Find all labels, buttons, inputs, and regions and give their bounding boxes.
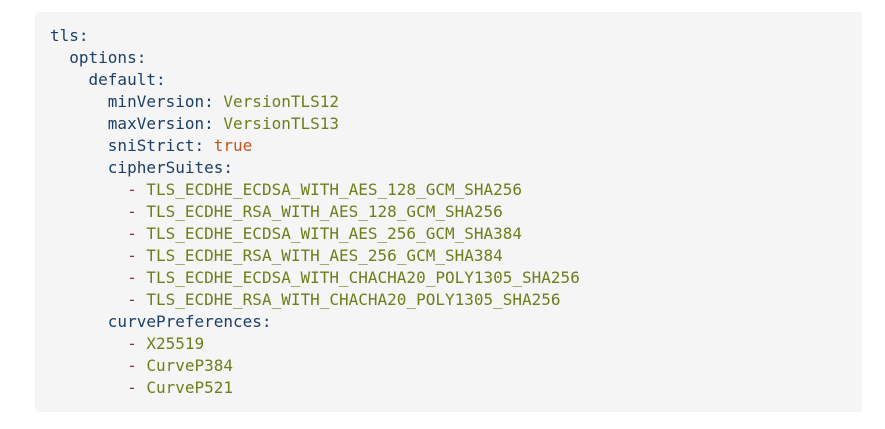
yaml-key: curvePreferences [107, 312, 262, 331]
code-line: - CurveP521 [50, 377, 580, 399]
list-item-value: TLS_ECDHE_RSA_WITH_CHACHA20_POLY1305_SHA… [146, 290, 561, 309]
colon: : [261, 312, 272, 331]
list-dash: - [127, 268, 137, 287]
indent [50, 267, 127, 289]
list-dash: - [127, 246, 137, 265]
yaml-key: minVersion [107, 92, 205, 111]
colon: : [223, 158, 234, 177]
code-block: tls: options: default: minVersion: Versi… [35, 12, 862, 412]
list-item-value: X25519 [146, 334, 205, 353]
yaml-key: options [69, 48, 137, 67]
code-line: default: [50, 69, 580, 91]
indent [50, 333, 127, 355]
list-item-value: TLS_ECDHE_ECDSA_WITH_AES_128_GCM_SHA256 [146, 180, 523, 199]
colon: : [194, 136, 205, 155]
colon: : [204, 92, 214, 111]
indent [50, 311, 108, 333]
list-item-value: TLS_ECDHE_ECDSA_WITH_AES_256_GCM_SHA384 [146, 224, 523, 243]
indent [50, 201, 127, 223]
indent [50, 245, 127, 267]
code-line: curvePreferences: [50, 311, 580, 333]
code-line: - X25519 [50, 333, 580, 355]
list-dash: - [127, 202, 137, 221]
code-line: - TLS_ECDHE_RSA_WITH_AES_256_GCM_SHA384 [50, 245, 580, 267]
code-line: - TLS_ECDHE_ECDSA_WITH_AES_256_GCM_SHA38… [50, 223, 580, 245]
colon: : [155, 70, 166, 89]
colon: : [136, 48, 147, 67]
indent [50, 289, 127, 311]
list-dash: - [127, 290, 137, 309]
indent [50, 135, 108, 157]
yaml-key: cipherSuites [107, 158, 224, 177]
code-line: - TLS_ECDHE_ECDSA_WITH_AES_128_GCM_SHA25… [50, 179, 580, 201]
code-line: sniStrict: true [50, 135, 580, 157]
yaml-value: VersionTLS13 [223, 114, 339, 133]
list-item-value: CurveP384 [146, 356, 234, 375]
colon: : [204, 114, 214, 133]
code-line: - TLS_ECDHE_RSA_WITH_CHACHA20_POLY1305_S… [50, 289, 580, 311]
colon: : [78, 26, 89, 45]
indent [50, 355, 127, 377]
list-item-value: TLS_ECDHE_ECDSA_WITH_CHACHA20_POLY1305_S… [146, 268, 580, 287]
yaml-key: default [88, 70, 156, 89]
indent [50, 47, 69, 69]
yaml-value: VersionTLS12 [223, 92, 339, 111]
yaml-key: maxVersion [107, 114, 205, 133]
yaml-value: true [213, 136, 253, 155]
yaml-key: sniStrict [107, 136, 195, 155]
indent [50, 113, 108, 135]
list-dash: - [127, 224, 137, 243]
indent [50, 223, 127, 245]
list-dash: - [127, 356, 137, 375]
yaml-key: tls [50, 26, 79, 45]
indent [50, 377, 127, 399]
yaml-code: tls: options: default: minVersion: Versi… [50, 25, 580, 399]
code-line: minVersion: VersionTLS12 [50, 91, 580, 113]
list-dash: - [127, 378, 137, 397]
list-item-value: TLS_ECDHE_RSA_WITH_AES_128_GCM_SHA256 [146, 202, 503, 221]
code-line: tls: [50, 25, 580, 47]
list-dash: - [127, 334, 137, 353]
indent [50, 69, 89, 91]
indent [50, 91, 108, 113]
list-item-value: CurveP521 [146, 378, 234, 397]
list-item-value: TLS_ECDHE_RSA_WITH_AES_256_GCM_SHA384 [146, 246, 503, 265]
code-line: - CurveP384 [50, 355, 580, 377]
indent [50, 157, 108, 179]
code-line: - TLS_ECDHE_ECDSA_WITH_CHACHA20_POLY1305… [50, 267, 580, 289]
indent [50, 179, 127, 201]
code-line: options: [50, 47, 580, 69]
code-line: - TLS_ECDHE_RSA_WITH_AES_128_GCM_SHA256 [50, 201, 580, 223]
list-dash: - [127, 180, 137, 199]
code-line: cipherSuites: [50, 157, 580, 179]
code-line: maxVersion: VersionTLS13 [50, 113, 580, 135]
